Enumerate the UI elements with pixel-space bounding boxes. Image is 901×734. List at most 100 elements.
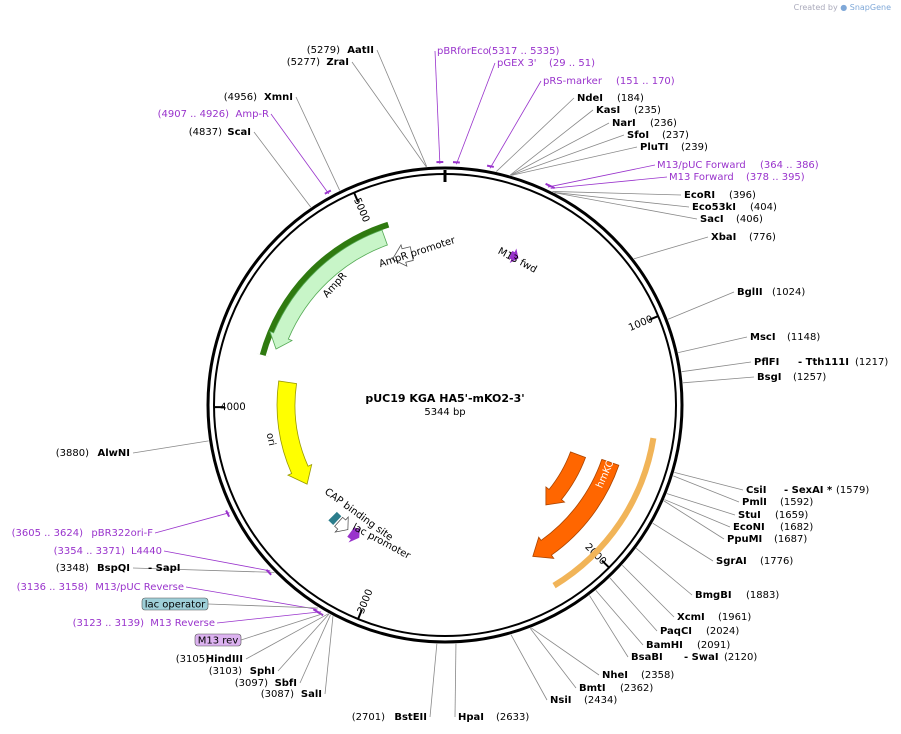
primer-leader-l4440 <box>163 550 271 572</box>
site-alwni: AlwNI <box>98 448 131 459</box>
leader-stui <box>666 493 736 516</box>
site-sali: SalI <box>301 689 322 700</box>
site-pos-eco53ki: (404) <box>750 202 777 213</box>
site-ndei: NdeI <box>577 93 603 104</box>
site-sapi: - SapI <box>148 563 180 574</box>
leader-pmli <box>673 475 740 503</box>
leader-lines <box>132 49 755 718</box>
feature-cap-binding-site <box>325 509 342 525</box>
primer-l4440: L4440 <box>131 546 162 557</box>
site-pos-ppumi: (1687) <box>774 534 807 545</box>
feature-arrows <box>255 221 657 592</box>
box-lac-operator <box>141 597 209 611</box>
leader-bmti <box>529 628 577 689</box>
leader-bglii <box>667 291 735 320</box>
site-nari: NarI <box>612 118 636 129</box>
site-hindiii: HindIII <box>206 654 243 665</box>
primer-pbr322ori-f: pBR322ori-F <box>91 528 153 539</box>
site-csii: CsiI <box>746 485 766 496</box>
site-labels: AatII(5279)ZraI(5277)XmnI(4956)ScaI(4837… <box>12 45 889 723</box>
primer-m13-puc-forward: M13/pUC Forward <box>657 160 746 171</box>
site-sgrai: SgrAI <box>716 556 747 567</box>
feature-label-ampr-promoter: AmpR promoter <box>378 235 458 270</box>
feature-lac-promoter <box>334 516 349 533</box>
leader-bspqi <box>132 567 275 573</box>
primer-leader-pbrforeco <box>434 50 441 165</box>
site-pos-csii: (1579) <box>836 485 869 496</box>
site-pos-aatii: (5279) <box>307 45 340 56</box>
site-pos-kasi: (235) <box>634 105 661 116</box>
feature-ampr-promoter <box>391 243 414 267</box>
site-pos-scai: (4837) <box>189 127 222 138</box>
primer-leader-pbr322ori-f <box>154 512 230 534</box>
primer-leader-amp-r <box>270 113 330 195</box>
site-pos-xcmi: (1961) <box>718 612 751 623</box>
site-pos-econi: (1682) <box>780 522 813 533</box>
leader-sgrai <box>652 522 714 562</box>
leader-pluti <box>511 146 638 176</box>
primer-range-m13-puc-reverse: (3136 .. 3158) <box>17 582 89 593</box>
primer-leader-prs-marker <box>489 80 542 169</box>
tick-label-4000: 4000 <box>220 402 246 413</box>
site-bsteii: BstEII <box>394 712 427 723</box>
site-bsabi: BsaBI <box>631 652 663 663</box>
site-pflfi: PflFI <box>754 357 779 368</box>
site-pos-pmli: (1592) <box>780 497 813 508</box>
primer-pbrforeco: pBRforEco <box>437 46 489 57</box>
leader-bsabi <box>589 595 629 658</box>
primer-mark-prs-marker <box>486 164 494 168</box>
leader-nari <box>510 122 610 176</box>
primer-leader-m13-puc-reverse <box>185 586 318 610</box>
leader-sphi <box>277 613 330 672</box>
site-pos-bglii: (1024) <box>772 287 805 298</box>
site-pos-nsii: (2434) <box>584 695 617 706</box>
tick-label-3000: 3000 <box>356 588 376 616</box>
primer-range-m13-forward: (378 .. 395) <box>746 172 805 183</box>
tick-1000 <box>648 315 659 321</box>
box-leader-lac-operator <box>207 603 319 609</box>
site-pos-stui: (1659) <box>775 510 808 521</box>
site-tth111i: - Tth111I <box>798 357 849 368</box>
site-scai: ScaI <box>227 127 251 138</box>
site-hpai: HpaI <box>458 712 484 723</box>
created-by-snapgene-credit: Created by ● SnapGene <box>794 3 891 12</box>
primer-range-l4440: (3354 .. 3371) <box>54 546 126 557</box>
leader-alwni <box>132 440 209 454</box>
leader-zrai <box>351 61 427 167</box>
leader-csii <box>674 471 744 491</box>
site-xbai: XbaI <box>711 232 736 243</box>
feature-m13-rev-mark <box>347 526 361 543</box>
site-sphi: SphI <box>250 666 275 677</box>
leader-sali <box>324 616 334 695</box>
primer-range-pbrforeco: (5317 .. 5335) <box>488 46 560 57</box>
ampr-border-band <box>255 221 390 357</box>
feature-m13-fwd <box>508 248 519 264</box>
primer-leader-m13-puc-forward <box>547 164 656 188</box>
site-pos-sbfi: (3097) <box>235 678 268 689</box>
site-pos-sfoi: (237) <box>662 130 689 141</box>
site-sexai: - SexAI * <box>784 485 833 496</box>
primer-mark-m13-forward <box>548 184 556 190</box>
site-pos-nari: (236) <box>650 118 677 129</box>
backbone-outer-ring <box>206 166 684 644</box>
feature-label-m13-fwd: M13 fwd <box>496 246 539 276</box>
site-sfoi: SfoI <box>627 130 649 141</box>
site-pos-bsabi: (2120) <box>724 652 757 663</box>
site-bmgbi: BmgBI <box>695 590 732 601</box>
site-pos-sgrai: (1776) <box>760 556 793 567</box>
primer-m13-forward: M13 Forward <box>669 172 734 183</box>
site-bamhi: BamHI <box>646 640 683 651</box>
site-pos-xbai: (776) <box>749 232 776 243</box>
site-pos-ecori: (396) <box>729 190 756 201</box>
leader-sbfi <box>299 614 331 684</box>
site-ecori: EcoRI <box>684 190 715 201</box>
primer-m13-puc-reverse: M13/pUC Reverse <box>95 582 184 593</box>
site-stui: StuI <box>738 510 761 521</box>
leader-bsgi <box>682 376 755 384</box>
site-bsgi: BsgI <box>757 372 781 383</box>
leader-econi <box>664 499 731 528</box>
primer-prs-marker: pRS-marker <box>543 76 603 87</box>
tick-2000 <box>601 559 610 569</box>
site-pos-bamhi: (2091) <box>697 640 730 651</box>
